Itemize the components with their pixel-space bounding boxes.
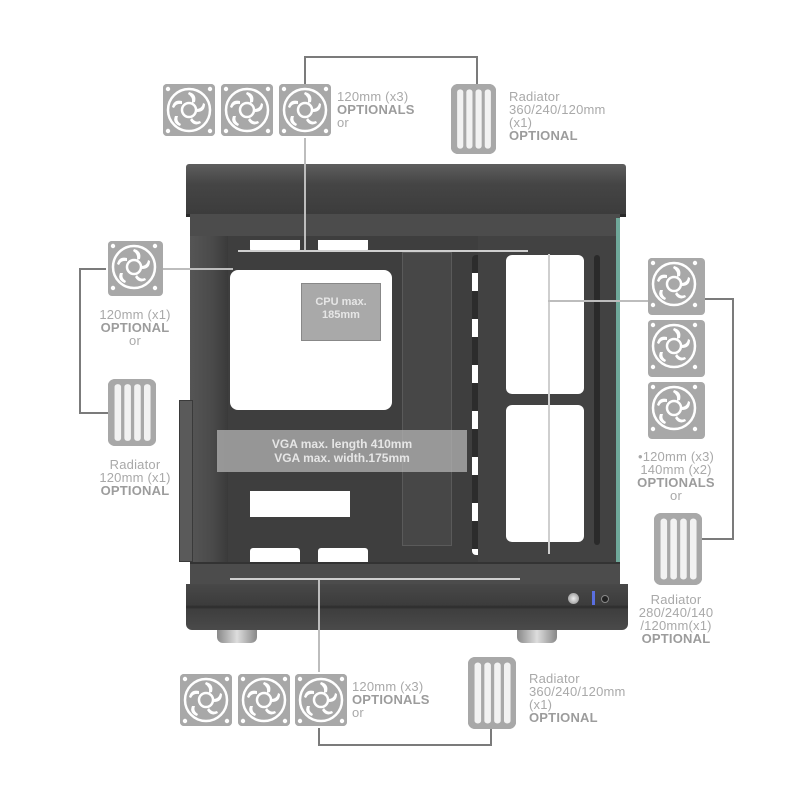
- guide-line: [548, 254, 550, 554]
- top-radiator-label: Radiator 360/240/120mm (x1) OPTIONAL: [509, 90, 606, 142]
- connector-top: [304, 56, 478, 58]
- connector-bottom: [318, 728, 320, 746]
- front-vent-slot: [594, 255, 600, 545]
- rear-radiator-title: Radiator: [109, 457, 161, 472]
- rear-fan-size: 120mm (x1): [99, 307, 171, 322]
- connector-side: [732, 298, 734, 540]
- rear-radiator-optional: OPTIONAL: [100, 483, 170, 498]
- case-foot: [517, 630, 557, 643]
- top-radiator-count: (x1): [509, 115, 533, 130]
- connector-side: [704, 298, 734, 300]
- bottom-radiator-optional: OPTIONAL: [529, 710, 598, 725]
- bottom-fans-optional: OPTIONALS: [352, 692, 430, 707]
- side-fans-140: 140mm (x2): [640, 462, 712, 477]
- connector-rear: [79, 268, 81, 414]
- bottom-radiator-title: Radiator: [529, 671, 580, 686]
- cable-grommets: [472, 255, 482, 555]
- cable-plate: [402, 252, 452, 546]
- top-radiator-title: Radiator: [509, 89, 560, 104]
- side-radiator-title: Radiator: [650, 592, 702, 607]
- side-radiator-label: Radiator 280/240/140 /120mm(x1) OPTIONAL: [620, 593, 732, 645]
- connector-bottom: [490, 728, 492, 746]
- guide-line: [230, 578, 520, 580]
- tray-slot: [250, 548, 300, 566]
- connector-top: [476, 56, 478, 86]
- connector-top: [304, 138, 306, 250]
- radiator-icon: [654, 513, 702, 585]
- fan-icon: [238, 674, 290, 726]
- bottom-fans-or: or: [352, 705, 364, 720]
- power-button[interactable]: [568, 593, 579, 604]
- top-radiator-sizes: 360/240/120mm: [509, 102, 606, 117]
- radiator-icon: [451, 84, 496, 154]
- case-rear-bracket: [179, 400, 193, 562]
- case-bottom-rail: [190, 562, 620, 586]
- side-radiator-sizes2: /120mm(x1): [640, 618, 712, 633]
- glass-edge: [616, 218, 620, 578]
- fan-icon: [279, 84, 331, 136]
- fan-icon: [295, 674, 347, 726]
- bottom-fans-size: 120mm (x3): [352, 679, 424, 694]
- bottom-fans-label: 120mm (x3) OPTIONALS or: [352, 680, 430, 719]
- bottom-radiator-count: (x1): [529, 697, 553, 712]
- vga-max-annotation: VGA max. length 410mm VGA max. width.175…: [217, 430, 467, 472]
- connector-bottom: [318, 580, 320, 672]
- top-fans-optional: OPTIONALS: [337, 102, 415, 117]
- tray-slot: [318, 548, 368, 566]
- connector-rear: [79, 412, 109, 414]
- radiator-icon: [108, 379, 156, 446]
- side-fans-or: or: [670, 488, 682, 503]
- guide-line: [238, 250, 528, 252]
- tray-slot: [318, 240, 368, 252]
- vga-width-text: VGA max. width.175mm: [274, 451, 410, 465]
- side-fans-optional: OPTIONALS: [637, 475, 715, 490]
- connector-bottom: [318, 744, 492, 746]
- top-fans-or: or: [337, 115, 349, 130]
- front-window-upper: [506, 255, 584, 394]
- fan-icon: [180, 674, 232, 726]
- fan-icon: [648, 258, 705, 315]
- tray-slot: [250, 491, 350, 517]
- fan-icon: [221, 84, 273, 136]
- fan-icon: [648, 320, 705, 377]
- rear-fan-label: 120mm (x1) OPTIONAL or: [80, 308, 190, 347]
- tray-slot: [250, 240, 300, 252]
- side-fans-120: •120mm (x3): [637, 449, 715, 464]
- radiator-icon: [468, 657, 516, 729]
- side-fans-label: •120mm (x3) 140mm (x2) OPTIONALS or: [620, 450, 732, 502]
- rear-fan-or: or: [129, 333, 141, 348]
- connector-side: [548, 300, 648, 302]
- connector-top: [304, 56, 306, 86]
- top-fans-label: 120mm (x3) OPTIONALS or: [337, 90, 415, 129]
- top-radiator-optional: OPTIONAL: [509, 128, 578, 143]
- audio-jack[interactable]: [601, 595, 609, 603]
- rear-fan-optional: OPTIONAL: [100, 320, 170, 335]
- vga-length-text: VGA max. length 410mm: [271, 437, 413, 451]
- side-radiator-sizes: 280/240/140: [638, 605, 714, 620]
- connector-side: [702, 538, 734, 540]
- fan-icon: [648, 382, 705, 439]
- rear-radiator-size: 120mm (x1): [99, 470, 171, 485]
- cpu-max-line2: 185mm: [322, 309, 360, 321]
- case-top-rail: [190, 214, 620, 238]
- cpu-max-line1: CPU max.: [315, 296, 367, 308]
- case-bottom-panel: [186, 584, 628, 630]
- case-rear-frame: [190, 236, 228, 566]
- connector-rear: [79, 268, 106, 270]
- connector-rear: [163, 268, 233, 270]
- rear-radiator-label: Radiator 120mm (x1) OPTIONAL: [80, 458, 190, 497]
- bottom-radiator-sizes: 360/240/120mm: [529, 684, 626, 699]
- case-foot: [217, 630, 257, 643]
- bottom-radiator-label: Radiator 360/240/120mm (x1) OPTIONAL: [529, 672, 626, 724]
- top-fans-size: 120mm (x3): [337, 89, 409, 104]
- fan-icon: [163, 84, 215, 136]
- side-radiator-optional: OPTIONAL: [641, 631, 711, 646]
- case-top-panel: [186, 164, 626, 217]
- cpu-max-annotation: CPU max. 185mm: [301, 283, 381, 341]
- fan-icon: [108, 241, 163, 296]
- io-led: [592, 591, 595, 605]
- front-window-lower: [506, 405, 584, 542]
